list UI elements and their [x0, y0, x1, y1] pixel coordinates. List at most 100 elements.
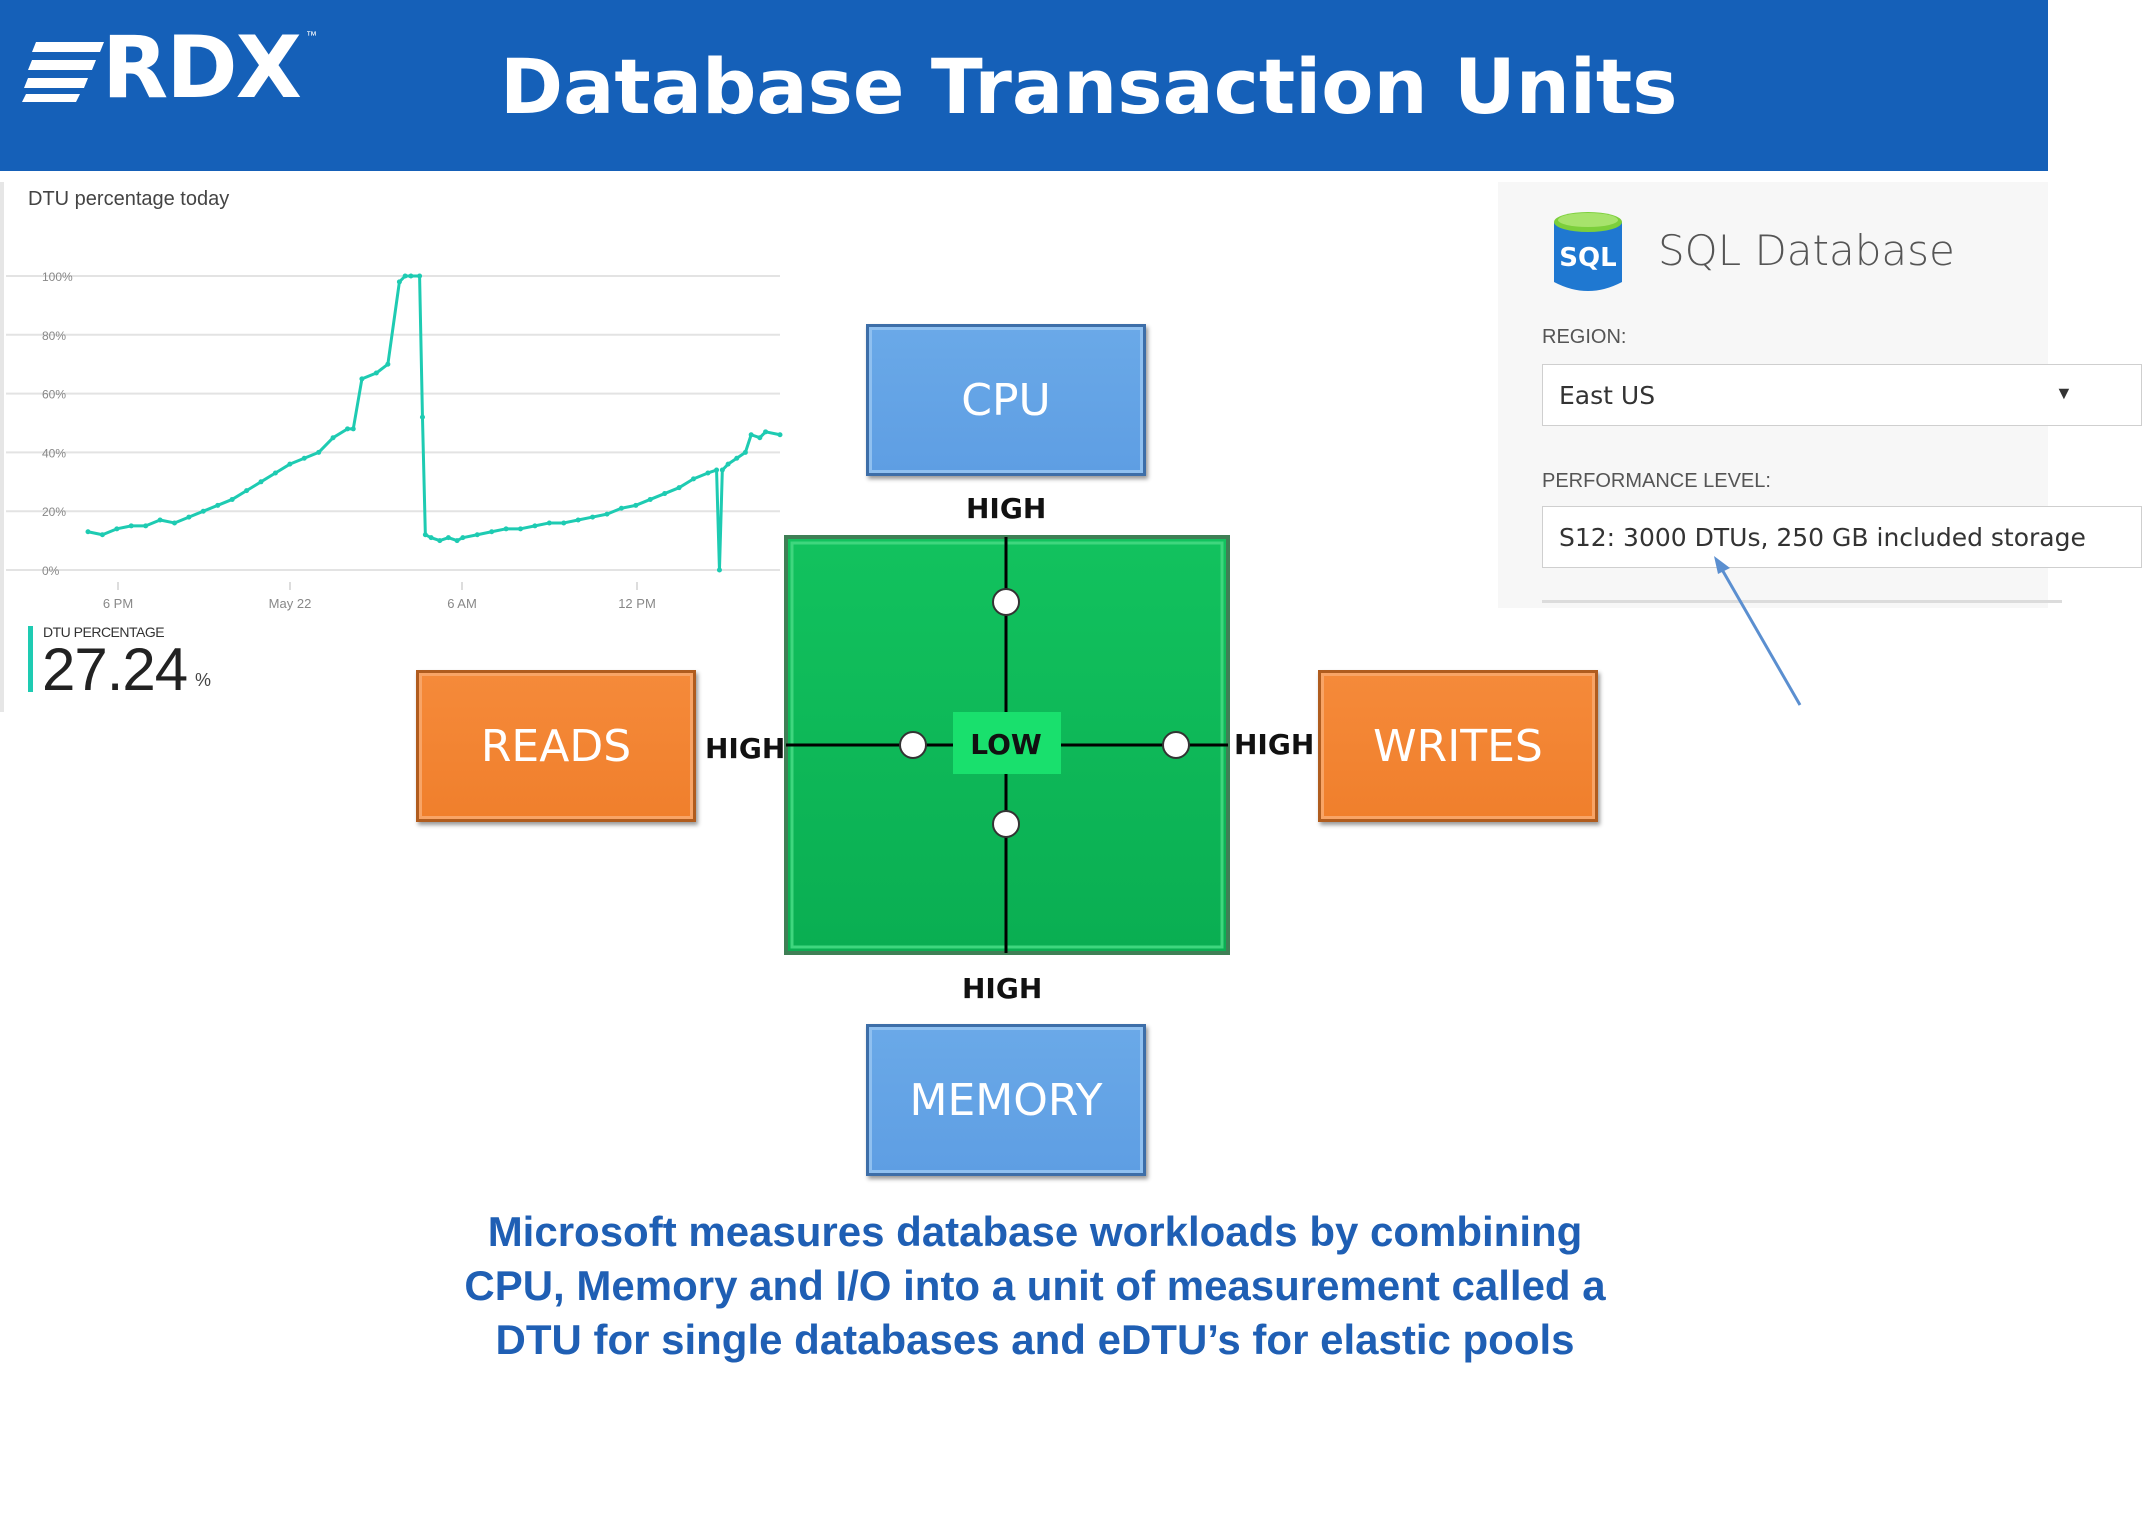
- region-label: REGION:: [1542, 326, 1627, 348]
- data-point: [725, 461, 731, 467]
- data-point: [647, 496, 653, 502]
- data-point: [258, 479, 264, 485]
- page-title: Database Transaction Units: [500, 42, 1678, 131]
- data-point: [422, 532, 428, 538]
- data-point: [244, 488, 250, 494]
- sql-database-icon: SQL: [1554, 212, 1622, 291]
- y-tick-label: 20%: [42, 505, 66, 519]
- sql-database-panel: SQL SQL Database REGION: East US ▼ PERFO…: [1498, 182, 2142, 608]
- data-point: [460, 535, 466, 541]
- data-point: [385, 361, 391, 367]
- data-point: [748, 432, 754, 438]
- data-point: [719, 467, 725, 473]
- data-point: [396, 279, 402, 285]
- data-point: [172, 520, 177, 526]
- performance-level-label: PERFORMANCE LEVEL:: [1542, 470, 1771, 492]
- data-point: [345, 426, 350, 432]
- data-point: [428, 535, 434, 541]
- data-point: [316, 449, 322, 455]
- caption: Microsoft measures database workloads by…: [380, 1205, 1690, 1367]
- service-name: SQL Database: [1658, 226, 1955, 275]
- writes-box: WRITES: [1318, 670, 1598, 822]
- data-point: [633, 502, 639, 508]
- header-bar: RDX ™ Database Transaction Units: [0, 0, 2048, 171]
- data-point: [662, 491, 668, 497]
- data-point: [691, 476, 696, 482]
- trademark-mark: ™: [306, 30, 317, 42]
- caption-line-2: CPU, Memory and I/O into a unit of measu…: [464, 1262, 1606, 1309]
- y-tick-label: 0%: [42, 564, 60, 578]
- dtu-quadrant-grid: LOW: [784, 535, 1230, 955]
- rdx-logo-stripes-icon: [22, 42, 104, 102]
- data-point: [359, 376, 365, 382]
- dtu-chart-panel: DTU percentage today 100%80%60%40%20%0%6…: [0, 182, 790, 712]
- data-point: [561, 520, 567, 526]
- performance-level-value: S12: 3000 DTUs, 250 GB included storage: [1559, 523, 2086, 552]
- reads-marker: [899, 731, 927, 759]
- data-point: [114, 526, 120, 532]
- data-point: [618, 505, 624, 511]
- logo-text: RDX: [102, 18, 302, 118]
- memory-box: MEMORY: [866, 1024, 1146, 1176]
- data-point: [301, 455, 307, 461]
- data-point: [157, 517, 163, 523]
- data-point: [272, 470, 278, 476]
- data-point: [143, 523, 149, 529]
- x-tick-label: 6 AM: [447, 596, 477, 611]
- data-point: [128, 523, 134, 529]
- data-point: [454, 538, 460, 544]
- data-point: [99, 532, 105, 538]
- metric-label: DTU PERCENTAGE: [43, 624, 165, 640]
- data-point: [714, 467, 720, 473]
- data-point: [408, 273, 414, 279]
- caption-line-3: DTU for single databases and eDTU’s for …: [495, 1316, 1575, 1363]
- data-point: [229, 496, 235, 502]
- memory-marker: [992, 810, 1020, 838]
- data-point: [474, 532, 480, 538]
- writes-marker: [1162, 731, 1190, 759]
- data-point: [330, 435, 336, 441]
- data-point: [777, 432, 783, 438]
- data-point: [373, 370, 379, 376]
- data-point: [402, 273, 408, 279]
- cpu-box: CPU: [866, 324, 1146, 476]
- sql-icon-text: SQL: [1559, 243, 1616, 273]
- data-point: [676, 485, 682, 491]
- data-point: [532, 523, 538, 529]
- data-point: [705, 470, 711, 476]
- data-point: [350, 426, 356, 432]
- data-point: [590, 514, 596, 520]
- data-point: [518, 526, 523, 532]
- high-label-right: HIGH: [1234, 728, 1315, 761]
- panel-divider: [1542, 600, 2062, 603]
- high-label-top: HIGH: [966, 492, 1047, 525]
- rdx-logo: RDX ™: [22, 20, 326, 116]
- data-point: [604, 511, 610, 517]
- panel-edge: [0, 182, 4, 712]
- performance-level-select[interactable]: S12: 3000 DTUs, 250 GB included storage: [1542, 506, 2142, 568]
- region-value: East US: [1559, 381, 1656, 410]
- data-point: [186, 514, 192, 520]
- region-select[interactable]: East US ▼: [1542, 364, 2142, 426]
- series-line: [87, 274, 781, 572]
- data-point: [287, 461, 293, 467]
- center-label: LOW: [970, 728, 1042, 761]
- data-point: [763, 429, 769, 435]
- data-point: [716, 567, 722, 573]
- data-point: [445, 535, 451, 541]
- data-point: [419, 414, 425, 420]
- data-point: [546, 520, 552, 526]
- y-tick-label: 60%: [42, 388, 66, 402]
- y-tick-label: 40%: [42, 446, 66, 460]
- y-tick-label: 100%: [42, 270, 73, 284]
- data-point: [437, 538, 443, 544]
- reads-box: READS: [416, 670, 696, 822]
- metric-accent-bar: [28, 626, 33, 692]
- metric-value: 27.24: [42, 636, 188, 703]
- data-point: [85, 529, 91, 535]
- data-point: [417, 273, 423, 279]
- data-point: [489, 529, 495, 535]
- data-point: [503, 526, 509, 532]
- data-point: [742, 449, 748, 455]
